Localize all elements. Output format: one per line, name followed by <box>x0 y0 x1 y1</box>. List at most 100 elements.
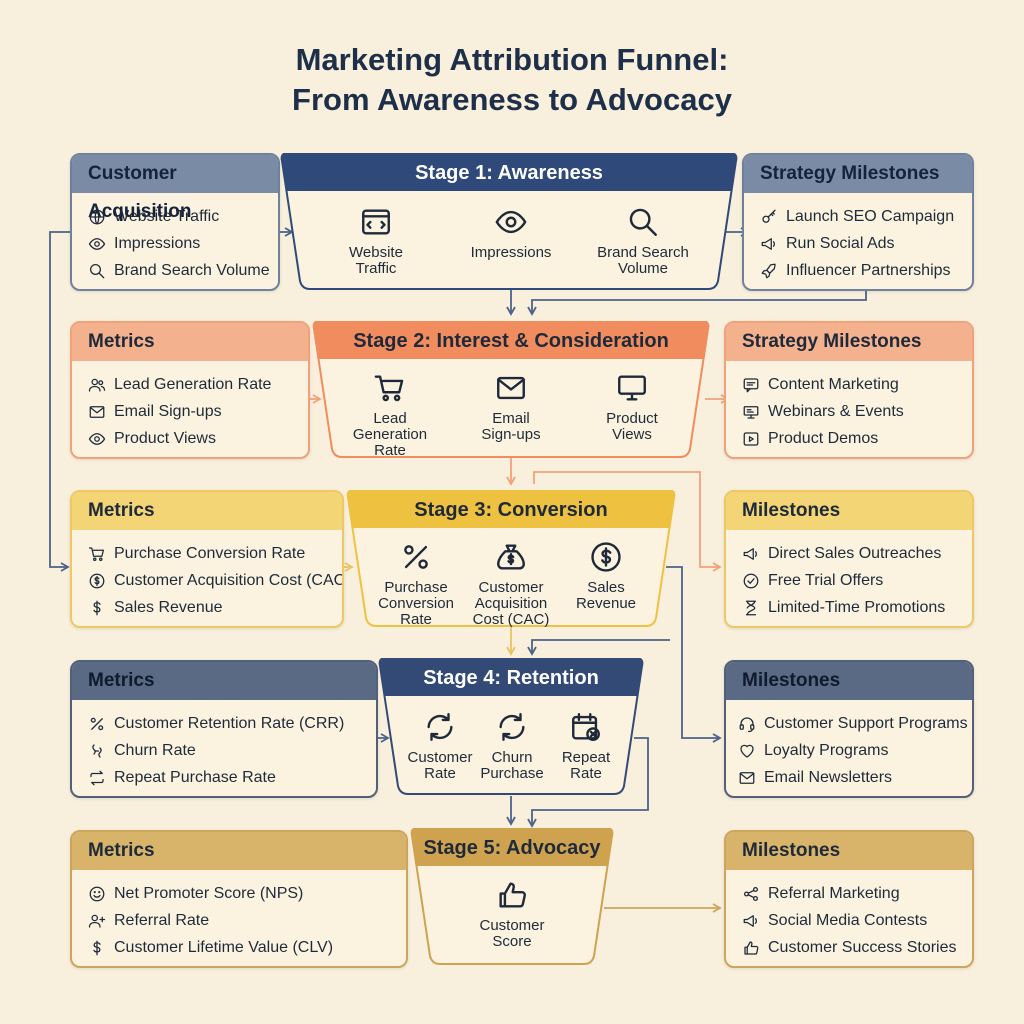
list-item: Lead Generation Rate <box>88 371 308 398</box>
list-item: Email Sign-ups <box>88 398 308 425</box>
thumbs-up-icon <box>495 878 529 912</box>
repeat-icon <box>88 769 106 787</box>
check-badge-icon <box>742 572 760 590</box>
list-item-label: Website Traffic <box>114 207 220 225</box>
metrics-panel-4: Metrics Customer Retention Rate (CRR) Ch… <box>70 660 378 798</box>
list-item-label: Customer Lifetime Value (CLV) <box>114 938 334 956</box>
thumbs-up-icon <box>742 939 760 957</box>
globe-icon <box>88 208 106 226</box>
connector-stage3-loop <box>666 566 722 743</box>
list-item-label: Lead Generation Rate <box>114 375 272 393</box>
list-item: Repeat Purchase Rate <box>88 764 376 791</box>
hourglass-icon <box>742 599 760 617</box>
stage-title: Stage 5: Advocacy <box>423 837 601 859</box>
milestones-panel-4: Milestones Customer Support Programs Loy… <box>724 660 974 798</box>
list-item-label: Referral Rate <box>114 911 210 929</box>
calendar-x-icon <box>569 710 603 744</box>
diagram-title: Marketing Attribution Funnel: From Aware… <box>0 40 1024 120</box>
list-item: Customer Acquisition Cost (CAC) <box>88 567 342 594</box>
mail-icon <box>88 403 106 421</box>
churn-icon <box>88 742 106 760</box>
panel-header: Metrics <box>72 832 406 870</box>
megaphone-icon <box>760 235 778 253</box>
list-item-label: Referral Marketing <box>768 884 900 902</box>
list-item: Webinars & Events <box>742 398 972 425</box>
dollar-icon <box>88 939 106 957</box>
panel-header: Metrics <box>72 323 308 361</box>
rocket-icon <box>760 262 778 280</box>
money-bag-icon <box>494 540 528 574</box>
list-item: Impressions <box>88 230 278 257</box>
stage-title: Stage 4: Retention <box>423 667 599 689</box>
heart-icon <box>738 742 756 760</box>
list-item-label: Brand Search Volume <box>114 261 270 279</box>
list-item-label: Email Newsletters <box>764 768 893 786</box>
list-item-label: Product Demos <box>768 429 879 447</box>
kpi-impressions: Impressions <box>461 205 561 261</box>
list-item-label: Churn Rate <box>114 741 196 759</box>
list-item-label: Launch SEO Campaign <box>786 207 955 225</box>
list-item: Customer Retention Rate (CRR) <box>88 710 376 737</box>
list-item: Purchase Conversion Rate <box>88 540 342 567</box>
list-item-label: Content Marketing <box>768 375 899 393</box>
panel-header: Milestones <box>726 832 972 870</box>
dollar-icon <box>88 599 106 617</box>
headset-icon <box>738 715 756 733</box>
percent-icon <box>88 715 106 733</box>
megaphone-icon <box>742 545 760 563</box>
list-item: Direct Sales Outreaches <box>742 540 972 567</box>
list-item: Brand Search Volume <box>88 257 278 284</box>
play-icon <box>742 430 760 448</box>
milestones-panel-5: Milestones Referral Marketing Social Med… <box>724 830 974 968</box>
list-item: Website Traffic <box>88 203 278 230</box>
list-item-label: Webinars & Events <box>768 402 904 420</box>
connector-stage4-loop <box>527 737 649 828</box>
panel-header: Strategy Milestones <box>726 323 972 361</box>
list-item: Content Marketing <box>742 371 972 398</box>
coin-icon <box>88 572 106 590</box>
panel-header: Customer Acquisition <box>72 155 278 222</box>
stage-title: Stage 3: Conversion <box>414 499 608 521</box>
share-icon <box>742 885 760 903</box>
connector-left-loop <box>49 231 70 572</box>
list-item-label: Run Social Ads <box>786 234 895 252</box>
list-item: Launch SEO Campaign <box>760 203 972 230</box>
list-item: Net Promoter Score (NPS) <box>88 880 406 907</box>
list-item: Free Trial Offers <box>742 567 972 594</box>
strategy-milestones-panel-2: Strategy Milestones Content Marketing We… <box>724 321 974 459</box>
metrics-panel-2: Metrics Lead Generation Rate Email Sign-… <box>70 321 310 459</box>
list-item: Limited-Time Promotions <box>742 594 972 621</box>
refresh-icon <box>423 710 457 744</box>
stage-1-shape <box>280 153 738 290</box>
list-item-label: Customer Acquisition Cost (CAC) <box>114 571 344 589</box>
stage-title: Stage 2: Interest & Consideration <box>353 330 669 352</box>
list-item: Customer Success Stories <box>742 934 972 961</box>
list-item: Churn Rate <box>88 737 376 764</box>
monitor-icon <box>615 371 649 405</box>
list-item-label: Customer Retention Rate (CRR) <box>114 714 345 732</box>
search-icon <box>626 205 660 239</box>
panel-header: Strategy Milestones <box>744 155 972 193</box>
eye-icon <box>494 205 528 239</box>
list-item-label: Customer Support Programs <box>764 714 968 732</box>
